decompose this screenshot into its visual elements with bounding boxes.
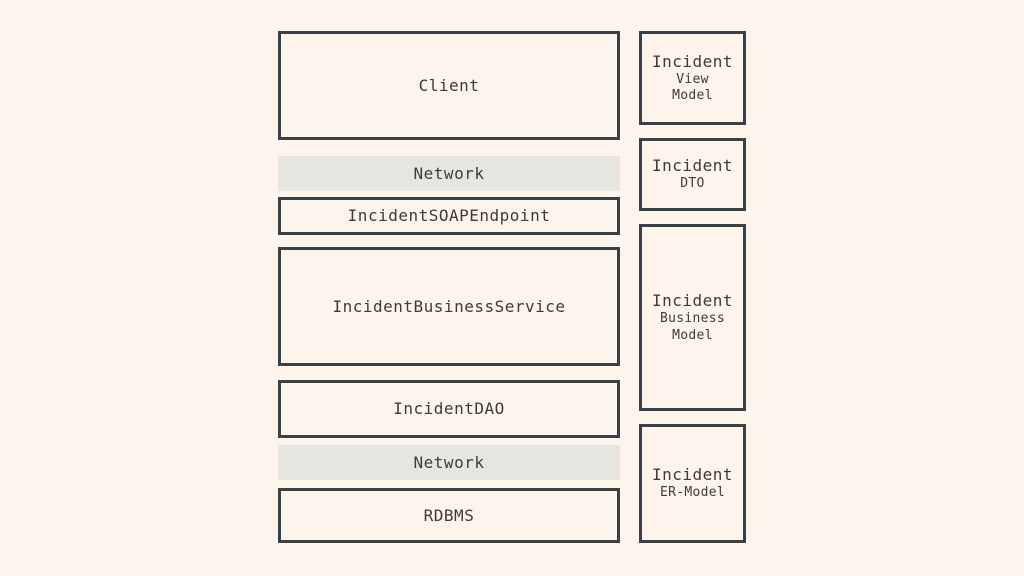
network-band-network-top: Network: [278, 156, 620, 191]
box-label-primary: Incident: [651, 51, 734, 71]
layer-box-rdbms: RDBMS: [278, 488, 620, 543]
band-label: Network: [413, 164, 485, 183]
layer-box-incident-soap-endpoint: IncidentSOAPEndpoint: [278, 197, 620, 235]
box-label-secondary: ER-Model: [659, 485, 725, 501]
layer-box-client: Client: [278, 31, 620, 140]
layer-box-incident-business-service: IncidentBusinessService: [278, 247, 620, 366]
box-label-secondary: Model: [672, 88, 713, 103]
box-label-primary: IncidentSOAPEndpoint: [347, 206, 551, 225]
box-label-primary: RDBMS: [423, 505, 475, 525]
box-label-primary: IncidentDAO: [393, 399, 505, 418]
band-label: Network: [413, 453, 485, 472]
box-label-secondary: DTO: [680, 176, 705, 192]
box-label-primary: IncidentBusinessService: [332, 296, 566, 316]
layer-box-incident-dao: IncidentDAO: [278, 380, 620, 438]
box-label-primary: Incident: [651, 465, 734, 485]
box-label-secondary: Model: [672, 327, 713, 343]
box-label-secondary: View: [676, 71, 709, 87]
box-label-primary: Incident: [651, 156, 734, 176]
network-band-network-bottom: Network: [278, 445, 620, 480]
box-label-secondary: Business: [659, 311, 725, 327]
box-label-primary: Client: [418, 75, 480, 95]
box-label-primary: Incident: [651, 291, 734, 311]
